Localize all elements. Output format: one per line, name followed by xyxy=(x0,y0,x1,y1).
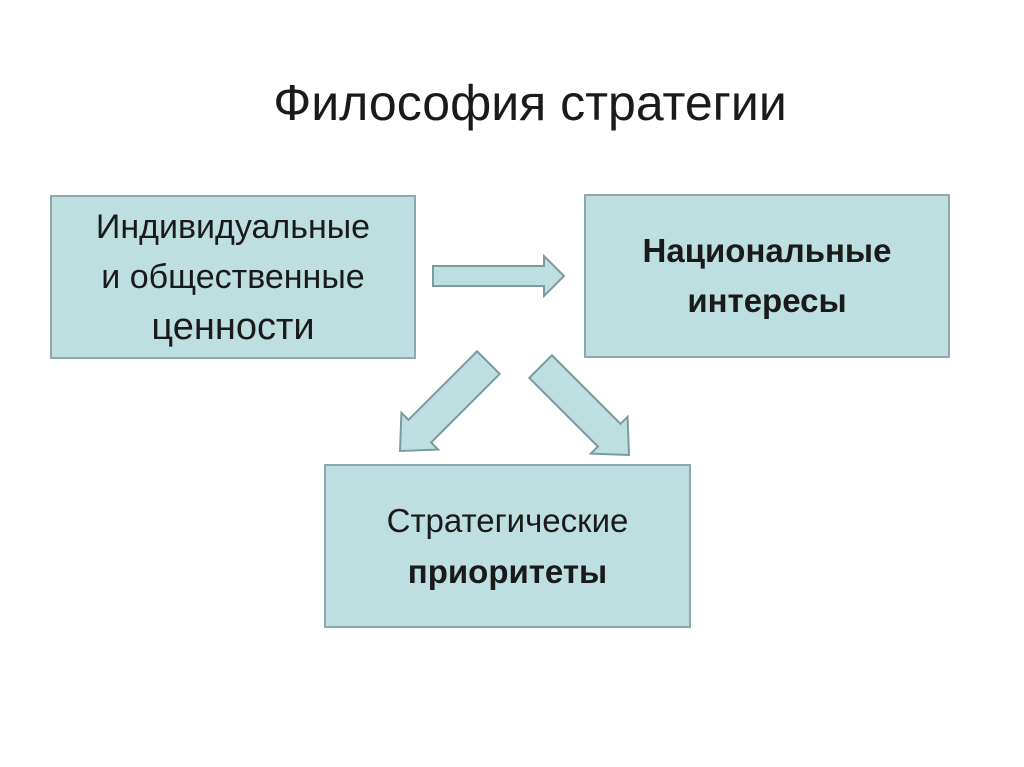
slide-title: Философия стратегии xyxy=(273,75,787,131)
arrow-right-icon xyxy=(432,253,566,299)
values-line-2: и общественные xyxy=(101,258,365,296)
interests-line-2: интересы xyxy=(687,282,847,319)
values-line-1: Индивидуальные xyxy=(95,208,371,246)
arrow-down-left-icon xyxy=(527,353,631,457)
interests-box: Национальные интересы xyxy=(584,194,950,358)
values-box: Индивидуальные и общественные ценности xyxy=(50,195,416,359)
values-line-3: ценности xyxy=(151,306,315,348)
priorities-line-1: Стратегические xyxy=(386,502,629,539)
interests-line-1: Национальные xyxy=(642,232,892,269)
arrow-down-right-icon xyxy=(398,349,502,453)
priorities-line-2: приоритеты xyxy=(407,553,608,590)
priorities-box: Стратегические приоритеты xyxy=(324,464,691,628)
